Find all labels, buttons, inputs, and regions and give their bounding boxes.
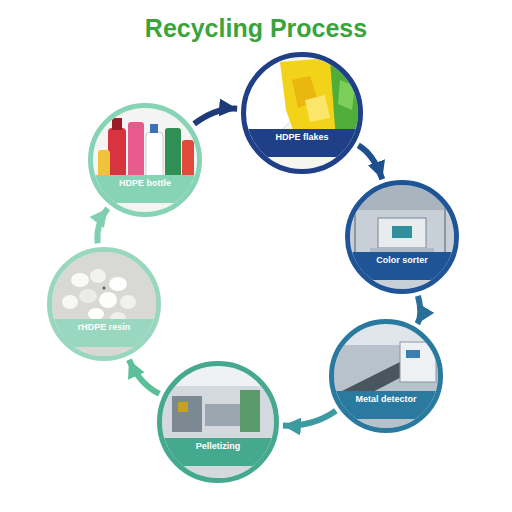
process-circle: HDPE bottle	[88, 103, 202, 217]
process-circle: Pelletizing	[157, 361, 279, 483]
process-circle: Metal detector	[329, 319, 443, 433]
flow-arrow	[283, 411, 336, 426]
diagram-title: Recycling Process	[0, 14, 512, 43]
flow-arrow	[417, 296, 420, 324]
flow-arrow	[194, 109, 237, 124]
step-label: Color sorter	[350, 252, 454, 280]
pelletizing-photo	[160, 364, 280, 484]
sorter-photo	[345, 180, 460, 295]
step-label: HDPE flakes	[246, 129, 358, 157]
process-circle: Color sorter	[345, 180, 459, 294]
flakes-photo	[240, 55, 365, 175]
step-label: HDPE bottle	[93, 175, 197, 203]
bottle-photo	[90, 105, 200, 215]
flow-arrow	[97, 208, 107, 243]
flow-arrow	[358, 145, 382, 179]
step-label: Metal detector	[334, 391, 438, 419]
step-label: rHDPE resin	[52, 319, 156, 347]
resin-photo	[50, 250, 160, 360]
detector-photo	[330, 320, 445, 435]
process-circle: rHDPE resin	[47, 247, 161, 361]
process-circle: HDPE flakes	[241, 52, 363, 174]
step-label: Pelletizing	[162, 438, 274, 466]
flow-arrow	[129, 360, 160, 394]
